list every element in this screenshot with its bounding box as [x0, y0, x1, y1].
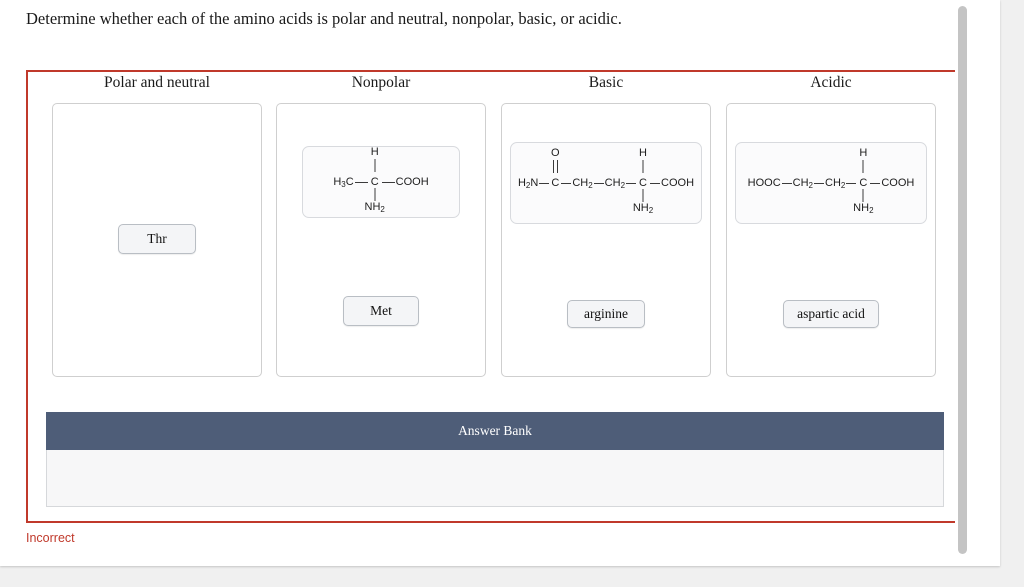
formula-label-o: O	[551, 146, 560, 159]
bond-line	[781, 182, 792, 184]
answer-chip-aspartic-acid[interactable]: aspartic acid	[783, 300, 879, 328]
answer-chip-arginine[interactable]: arginine	[567, 300, 645, 328]
exercise-region: Polar and neutral Thr Nonpolar H3C	[26, 70, 962, 523]
bond-line	[381, 181, 395, 183]
dropzone-basic[interactable]: H2N O C CH2	[501, 103, 711, 377]
formula-carbonyl-carbon: O C	[551, 146, 560, 189]
bond-line	[354, 181, 368, 183]
bond-line-up	[862, 159, 864, 173]
answer-chip-met[interactable]: Met	[343, 296, 419, 326]
structure-chip-alanine[interactable]: H3C H C NH2 COOH	[302, 146, 460, 218]
category-column-basic: Basic H2N O C	[501, 72, 711, 377]
bond-line	[870, 182, 881, 184]
structure-formula-glutamic-acid: HOOC CH2 CH2 H C	[747, 146, 915, 215]
answer-chip-thr[interactable]: Thr	[118, 224, 196, 254]
dropzone-acidic[interactable]: HOOC CH2 CH2 H C	[726, 103, 936, 377]
structure-chip-glutamic-acid[interactable]: HOOC CH2 CH2 H C	[735, 142, 927, 224]
status-badge: Incorrect	[26, 531, 75, 545]
bond-line-up	[642, 159, 644, 173]
column-header-acidic: Acidic	[810, 74, 852, 91]
dropzone-nonpolar[interactable]: H3C H C NH2 COOH	[276, 103, 486, 377]
formula-group-ch2: CH2	[792, 176, 813, 190]
answer-bank: Answer Bank	[46, 412, 944, 507]
column-header-polar-and-neutral: Polar and neutral	[104, 74, 210, 91]
bond-line	[539, 182, 550, 184]
formula-alpha-carbon: H C NH2	[853, 146, 874, 215]
formula-label-nh2: NH2	[632, 201, 654, 215]
question-prompt: Determine whether each of the amino acid…	[26, 9, 622, 28]
bond-line-down	[642, 188, 644, 202]
category-column-polar-and-neutral: Polar and neutral Thr	[52, 72, 262, 377]
formula-alpha-carbon: H C NH2	[632, 146, 654, 215]
bond-double-right	[557, 159, 559, 173]
category-column-acidic: Acidic HOOC CH2 CH2 H	[726, 72, 936, 377]
bond-double-left	[553, 159, 555, 173]
formula-group-ch2: CH2	[572, 176, 593, 190]
bond-line-down	[374, 187, 376, 201]
answer-bank-title: Answer Bank	[46, 412, 944, 450]
exercise-page-card: Determine whether each of the amino acid…	[0, 0, 1000, 566]
formula-group-h3c: H3C	[333, 175, 354, 189]
formula-group-cooh: COOH	[661, 176, 695, 189]
column-header-basic: Basic	[588, 74, 624, 91]
bond-line	[561, 182, 572, 184]
structure-chip-glutamine[interactable]: H2N O C CH2	[510, 142, 702, 224]
formula-label-h: H	[370, 145, 379, 158]
category-columns: Polar and neutral Thr Nonpolar H3C	[28, 72, 960, 392]
formula-group-ch2: CH2	[825, 176, 846, 190]
bond-line-down	[862, 188, 864, 202]
formula-label-h: H	[639, 146, 647, 159]
answer-bank-dropzone[interactable]	[46, 450, 944, 507]
dropzone-polar-and-neutral[interactable]: Thr	[52, 103, 262, 377]
bond-line-up	[374, 158, 376, 172]
bond-line	[846, 182, 857, 184]
formula-group-hooc: HOOC	[747, 176, 781, 189]
formula-group-ch2: CH2	[604, 176, 626, 190]
vertical-scrollbar-thumb[interactable]	[958, 6, 967, 554]
bond-line	[814, 182, 824, 184]
bond-line	[650, 182, 661, 184]
formula-label-nh2: NH2	[853, 201, 874, 215]
formula-label-h: H	[859, 146, 868, 159]
column-header-nonpolar: Nonpolar	[351, 74, 411, 91]
formula-group-cooh: COOH	[395, 175, 429, 188]
structure-formula-alanine: H3C H C NH2 COOH	[333, 145, 429, 214]
formula-group-h2n: H2N	[517, 176, 539, 190]
formula-label-nh2: NH2	[364, 200, 385, 214]
formula-alpha-carbon: H C NH2	[364, 145, 385, 214]
category-column-nonpolar: Nonpolar H3C H C NH	[276, 72, 486, 377]
formula-group-cooh: COOH	[881, 176, 915, 189]
bond-line	[593, 182, 604, 184]
bond-line	[626, 182, 637, 184]
structure-formula-glutamine: H2N O C CH2	[517, 146, 695, 215]
